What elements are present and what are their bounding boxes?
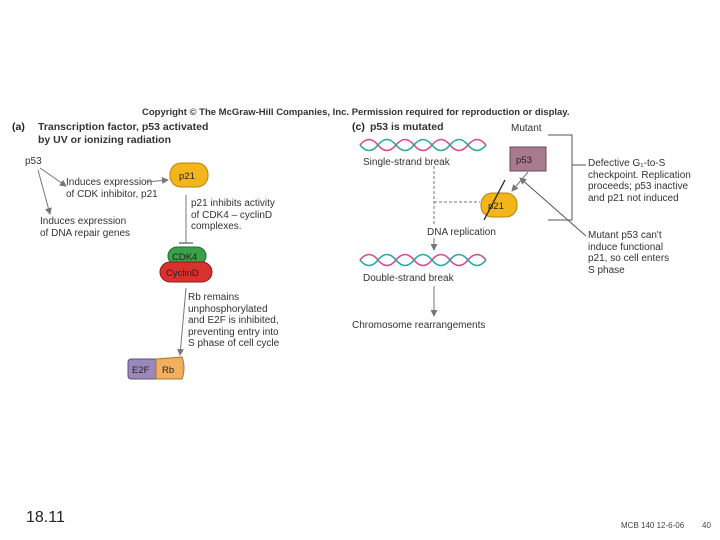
p21-crossed-out-icon: p21 [480,179,518,221]
mutant-label: Mutant [511,123,542,134]
copyright-notice: Copyright © The McGraw-Hill Companies, I… [142,107,570,118]
induces-repair-genes-text: Induces expression of DNA repair genes [40,216,131,239]
panel-a-title-line2: by UV or ionizing radiation [38,134,172,146]
cdk4-blob-label: CDK4 [172,252,197,263]
single-strand-break-label: Single-strand break [363,157,450,168]
rb-remains-text: Rb remains unphosphorylated and E2F is i… [188,292,280,349]
mutant-p53-protein-icon: p53 [509,146,547,172]
p21-protein-icon: p21 [169,162,209,188]
arrow-to-p21 [145,177,169,185]
arrow-p53-to-repair [37,169,52,215]
cdk4-cyclind-complex-icon: CDK4 CyclinD [159,246,213,283]
panel-a-label: (a) [12,121,25,133]
mutant-p53-blob-label: p53 [516,155,532,166]
cyclind-blob-label: CyclinD [166,268,199,279]
slide-number: 18.11 [26,509,65,526]
defective-checkpoint-text: Defective G₁-to-S checkpoint. Replicatio… [588,158,691,204]
e2f-rb-complex-icon: E2F Rb [127,356,185,380]
p21-inhibits-text: p21 inhibits activity of CDK4 – cyclinD … [191,198,275,232]
arrow-p53-to-cdk [39,167,67,187]
pointer-mutant-cant [519,177,587,237]
induces-cdk-inhibitor-text: Induces expression of CDK inhibitor, p21 [66,177,158,200]
arrow-p53-to-p21 [511,171,529,192]
dna-helix-single-strand-break-icon [359,138,487,152]
rb-blob-label: Rb [162,365,174,376]
panel-a-title-line1: Transcription factor, p53 activated [38,121,209,133]
panel-c-title: p53 is mutated [370,121,444,133]
arrow-to-e2f-rb [177,287,187,356]
e2f-blob-label: E2F [132,365,150,376]
mutant-cant-induce-text: Mutant p53 can't induce functional p21, … [588,230,670,276]
page-number: 40 [702,521,711,530]
dna-replication-label: DNA replication [427,227,496,238]
chromosome-rearrangements-label: Chromosome rearrangements [352,320,486,331]
crossed-p21-blob-label: p21 [488,201,504,212]
p21-blob-label: p21 [179,171,195,182]
mutant-bracket [548,134,573,221]
course-footer: MCB 140 12-6-06 [621,521,685,530]
panel-a-p53-label: p53 [25,156,42,167]
double-strand-break-label: Double-strand break [363,273,454,284]
panel-c-label: (c) [352,121,365,133]
dna-helix-double-strand-break-icon [359,253,487,267]
